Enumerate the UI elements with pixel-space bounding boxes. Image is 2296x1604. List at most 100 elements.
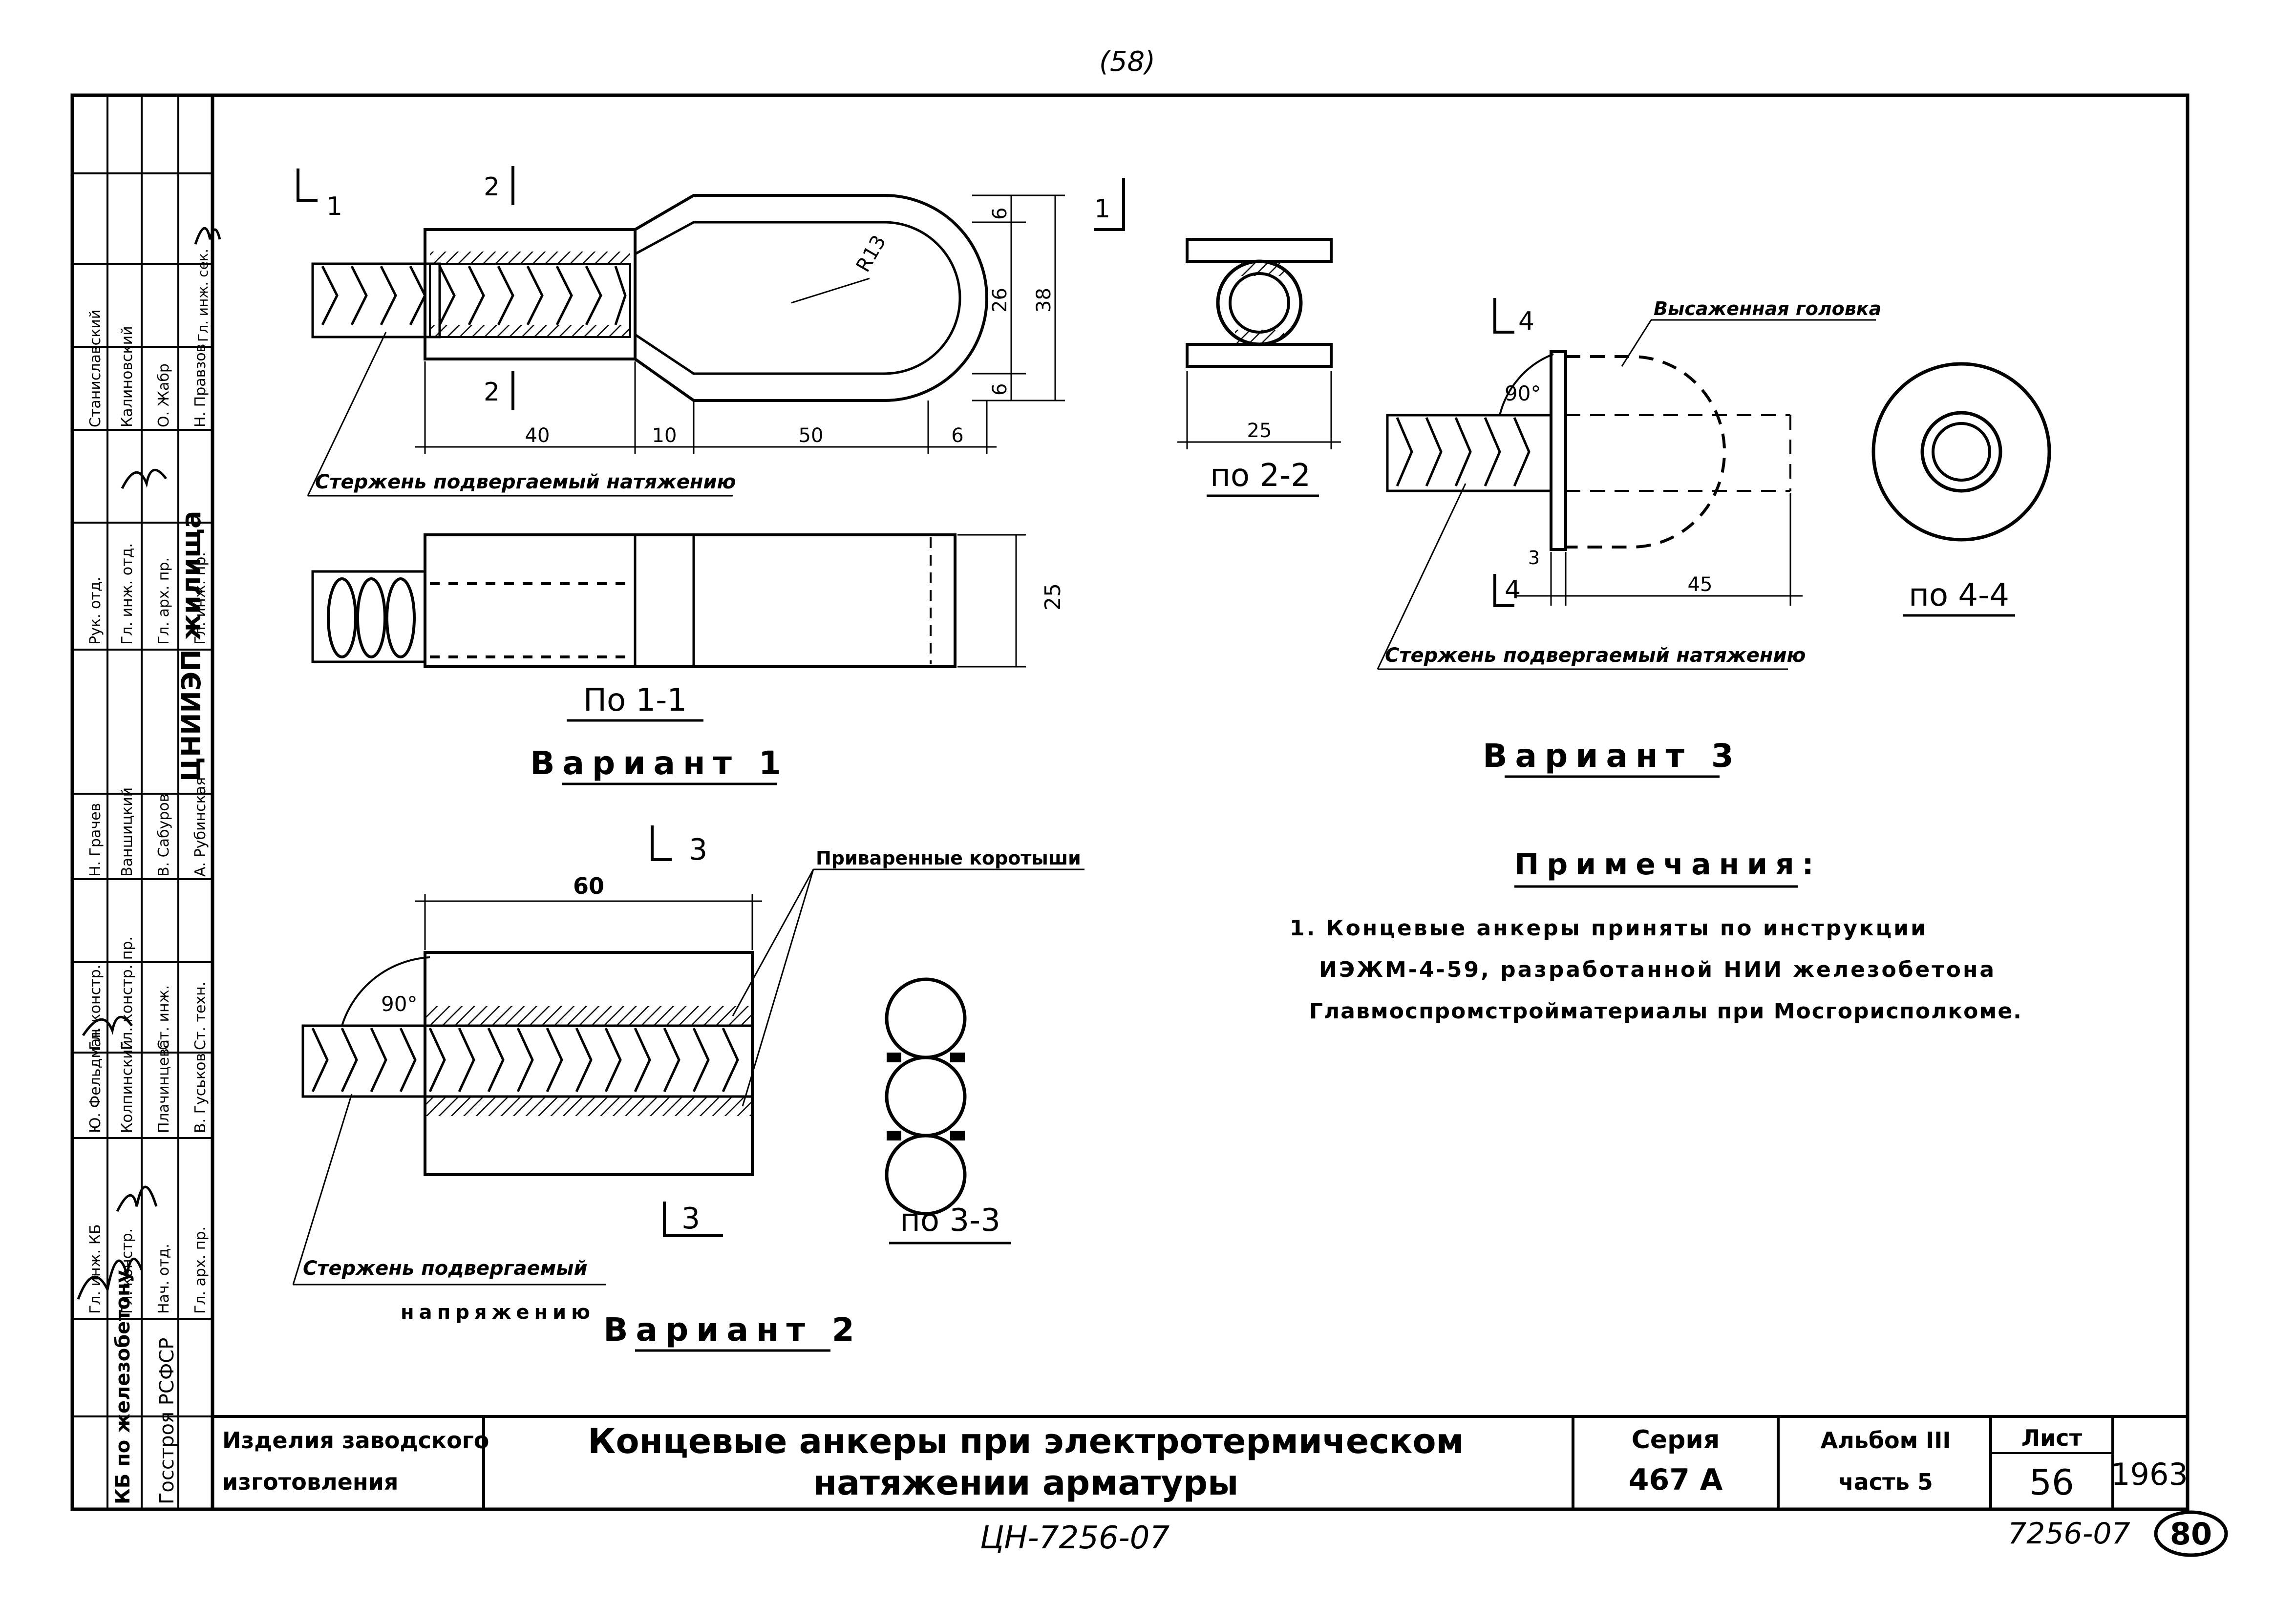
variant3-title: Вариант 3	[1483, 737, 1742, 775]
stamp-bot-name-2: Колпинский	[119, 1040, 136, 1133]
sheet-number: 56	[2029, 1462, 2074, 1503]
variant3-dim-len: 45	[1688, 573, 1713, 596]
variant3-elevation: 4 4 90° Высаженная головка 3 45 Стержень…	[1377, 298, 1881, 670]
outer-frame	[70, 93, 2190, 1511]
series-label: Серия	[1632, 1425, 1720, 1455]
variant1-rod-label: Стержень подвергаемый натяжению	[315, 471, 736, 493]
section22-caption: по 2-2	[1210, 458, 1311, 494]
dim-len-c: 50	[799, 424, 824, 447]
variant3-section-mark-bottom: 4	[1505, 575, 1521, 605]
stamp-role-4: Гл. инж. пр.	[192, 552, 209, 645]
album-label: Альбом III	[1820, 1427, 1951, 1454]
stamp-role-3: Гл. арх. пр.	[155, 557, 172, 645]
variant1-title: Вариант 1	[530, 744, 789, 782]
notes-line-3: Главмоспромстройматериалы при Мосгориспо…	[1309, 999, 2022, 1024]
notes-line-2: ИЭЖМ-4-59, разработанной НИИ железобетон…	[1319, 957, 1996, 982]
variant1-elevation: 1 1 2 2 R13 6 26 6 38	[297, 166, 1125, 497]
stamp-institute: ЦНИИЭП жилища	[176, 511, 207, 781]
dim-h-total: 38	[1033, 288, 1055, 313]
page-number: (58)	[1099, 46, 1155, 78]
stamp-bot-name-4: В. Гуськов	[192, 1053, 209, 1133]
stamp-mid-name-4: А. Рубинская	[192, 777, 209, 877]
stamp-mid-role-2: Гл. констр. пр.	[119, 936, 136, 1050]
variant2-angle: 90°	[381, 992, 417, 1016]
signature-5	[194, 227, 221, 245]
stamp-mid-name-1: Н. Грачев	[87, 803, 104, 877]
variant2-section-mark-top: 3	[689, 833, 707, 867]
stamp-org-main: КБ по железобетону	[112, 1270, 134, 1504]
stamp-org-sub: Госстроя РСФСР	[156, 1338, 178, 1504]
variant2-dim-len: 60	[573, 873, 604, 899]
section-2-2-view: 25 по 2-2	[1177, 238, 1341, 497]
radius-label: R13	[852, 232, 891, 276]
side-stamp: КБ по железобетону Госстроя РСФСР ЦНИИЭП…	[72, 95, 221, 1509]
archive-circle	[2154, 1510, 2228, 1557]
sheet-title-line1: Концевые анкеры при электротермическом	[588, 1421, 1464, 1461]
archive-circle-number: 80	[2170, 1516, 2212, 1552]
variant2-welded-label: Приваренные коротыши	[816, 847, 1081, 869]
variant2-rod-label-line2: напряжению	[401, 1301, 595, 1324]
section33-caption: по 3-3	[900, 1203, 1000, 1239]
notes-line-1: 1. Концевые анкеры приняты по инструкции	[1290, 916, 1928, 941]
series-value: 467 А	[1629, 1463, 1723, 1497]
section44-caption: по 4-4	[1909, 577, 2009, 613]
signature-2	[116, 1185, 158, 1212]
section-mark-2-top: 2	[484, 172, 500, 202]
section-3-3-view: по 3-3	[885, 977, 1011, 1245]
category-line2: изготовления	[222, 1469, 398, 1495]
stamp-bot-role-4: Гл. арх. пр.	[192, 1226, 209, 1314]
dim-h-top: 6	[989, 208, 1011, 220]
archive-code: ЦН-7256-07	[980, 1520, 1170, 1556]
stamp-bot-name-3: Плачинцева	[155, 1039, 172, 1133]
signature-4	[121, 468, 167, 489]
title-block: Изделия заводского изготовления Концевые…	[213, 1415, 2188, 1509]
dim-width-bottom: 25	[1041, 583, 1065, 611]
stamp-mid-role-3: Ст. инж.	[155, 985, 172, 1050]
stamp-bot-name-1: Ю. Фельдман	[87, 1029, 104, 1133]
variant3-head-label: Высаженная головка	[1654, 298, 1881, 319]
stamp-name-2: Калиновский	[119, 326, 136, 427]
stamp-role-2: Гл. инж. отд.	[119, 543, 136, 645]
sheet-title-line2: натяжении арматуры	[813, 1463, 1239, 1503]
section22-width: 25	[1247, 420, 1272, 442]
section-1-1-view: 25 По 1-1	[311, 533, 1065, 722]
stamp-name-3: О. Жабр	[155, 363, 172, 427]
dim-h-bot: 6	[989, 383, 1011, 396]
dim-len-a: 40	[525, 424, 550, 447]
notes-heading: Примечания:	[1514, 847, 1822, 882]
section-mark-1-right: 1	[1094, 194, 1110, 224]
variant2-title: Вариант 2	[603, 1311, 862, 1349]
section-mark-2-bottom: 2	[484, 378, 500, 407]
dim-len-d: 6	[951, 424, 963, 447]
signature-1	[77, 1258, 143, 1300]
stamp-bot-role-1: Гл. инж. КБ	[87, 1224, 104, 1314]
year: 1963	[2111, 1456, 2188, 1492]
variant2-rod-label-line1: Стержень подвергаемый	[303, 1257, 588, 1280]
section-4-4-view: по 4-4	[1871, 362, 2051, 617]
stamp-mid-name-2: Ваншицкий	[119, 787, 136, 877]
stamp-name-1: Станиславский	[87, 310, 104, 427]
variant3-section-mark-top: 4	[1518, 307, 1534, 336]
stamp-mid-role-1: Гл. констр.	[87, 965, 104, 1050]
category-line1: Изделия заводского	[222, 1427, 489, 1454]
section-mark-1-left: 1	[326, 192, 342, 221]
archive-code-right: 7256-07	[2008, 1517, 2130, 1551]
dim-len-b: 10	[652, 424, 677, 447]
variant3-rod-label: Стержень подвергаемый натяжению	[1385, 644, 1806, 667]
section-1-1-caption: По 1-1	[583, 682, 687, 718]
variant2-section-mark-bottom: 3	[681, 1202, 700, 1236]
stamp-bot-role-3: Нач. отд.	[155, 1244, 172, 1314]
variant3-angle: 90°	[1505, 381, 1541, 405]
variant3-dim-thk: 3	[1528, 547, 1540, 569]
stamp-role-1: Рук. отд.	[87, 577, 104, 645]
dim-h-mid: 26	[989, 288, 1011, 313]
stamp-mid-role-4: Ст. техн.	[192, 982, 209, 1050]
notes-block: Примечания: 1. Концевые анкеры приняты п…	[1290, 847, 2022, 1024]
stamp-mid-name-3: В. Сабуров	[155, 794, 172, 877]
part-label: часть 5	[1838, 1469, 1933, 1495]
variant2-elevation: 3 3 90° 60 Приваренные коротыши Стержень…	[292, 825, 1084, 1324]
stamp-name-4: Н. Правзов	[192, 344, 209, 427]
sheet-number-label: Лист	[2021, 1425, 2083, 1451]
stamp-corner-label: Гл. инж. сек.	[195, 249, 211, 342]
